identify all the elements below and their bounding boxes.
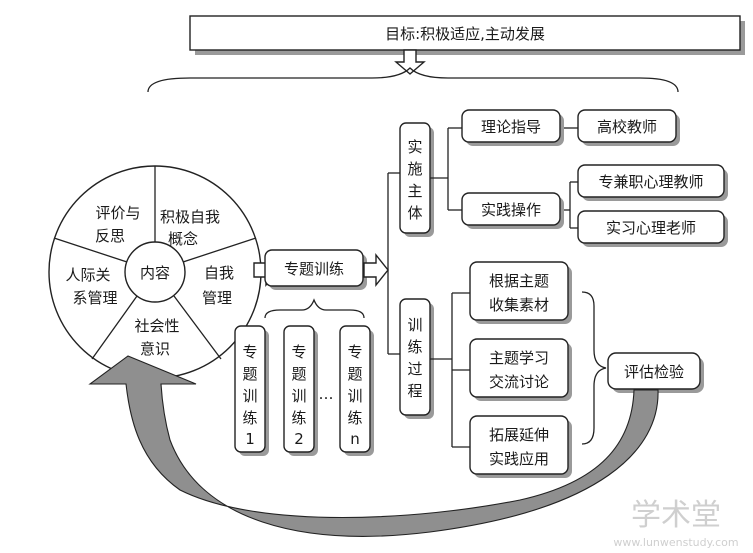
goal-box: 目标:积极适应,主动发展 bbox=[189, 15, 745, 55]
training-to-split-arrow bbox=[363, 253, 389, 287]
process-step-1: 根据主题 收集素材 bbox=[469, 261, 572, 324]
sub-training-1-char1: 专 bbox=[242, 343, 257, 361]
wheel-segment-relationship-line2: 系管理 bbox=[72, 289, 117, 307]
sub-training-1-char2: 题 bbox=[242, 365, 257, 383]
implementers-char2: 施 bbox=[407, 160, 422, 178]
sub-training-1: 专 题 训 练 1 bbox=[234, 325, 269, 456]
sub-training-2-char5: 2 bbox=[294, 430, 304, 448]
practice-operation-label: 实践操作 bbox=[481, 201, 541, 219]
evaluation-box: 评估检验 bbox=[607, 352, 704, 393]
process-char2: 练 bbox=[407, 338, 422, 356]
wheel-segment-self-management-line2: 管理 bbox=[202, 289, 232, 307]
wheel-segment-social-awareness-line1: 社会性 bbox=[134, 317, 179, 335]
part-time-teacher-label: 专兼职心理教师 bbox=[598, 173, 703, 191]
wheel-segment-self-concept-line1: 积极自我 bbox=[160, 208, 220, 226]
wheel-segment-relationship-line1: 人际关 bbox=[65, 266, 110, 284]
top-brace bbox=[147, 67, 679, 93]
theory-guidance-box: 理论指导 bbox=[461, 109, 564, 146]
wheel-segment-self-concept-line2: 概念 bbox=[168, 230, 198, 248]
topic-training-label: 专题训练 bbox=[284, 260, 344, 278]
process-step-1-line2: 收集素材 bbox=[489, 296, 549, 314]
process-step-3: 拓展延伸 实践应用 bbox=[469, 415, 572, 478]
sub-training-2-char1: 专 bbox=[291, 343, 306, 361]
sub-training-ellipsis: … bbox=[319, 385, 334, 403]
sub-training-n-char2: 题 bbox=[347, 365, 362, 383]
process-step-3-line2: 实践应用 bbox=[489, 450, 549, 468]
process-connectors bbox=[430, 292, 470, 448]
process-step-2-line2: 交流讨论 bbox=[489, 373, 549, 391]
wheel-segment-reflection-line2: 反思 bbox=[95, 227, 125, 245]
watermark-url: www.lunwenstudy.com bbox=[613, 536, 738, 549]
sub-training-n-char1: 专 bbox=[347, 343, 362, 361]
process-step-2-line1: 主题学习 bbox=[489, 349, 549, 367]
sub-training-1-char5: 1 bbox=[245, 430, 255, 448]
wheel-center-label: 内容 bbox=[140, 264, 170, 282]
sub-training-n: 专 题 训 练 n bbox=[339, 325, 374, 456]
process-step-2: 主题学习 交流讨论 bbox=[469, 338, 572, 401]
feedback-loop-arrow bbox=[88, 355, 659, 537]
goal-down-arrow bbox=[394, 49, 426, 75]
sub-training-1-char3: 训 bbox=[242, 387, 257, 405]
sub-training-2: 专 题 训 练 2 bbox=[283, 325, 318, 456]
implementers-char1: 实 bbox=[407, 138, 422, 156]
watermark: 学术堂 www.lunwenstudy.com bbox=[613, 498, 738, 549]
sub-training-n-char3: 训 bbox=[347, 387, 362, 405]
sub-training-1-char4: 练 bbox=[242, 409, 257, 427]
topic-training-box: 专题训练 bbox=[264, 249, 367, 290]
intern-teacher-box: 实习心理老师 bbox=[577, 210, 728, 247]
main-split-connectors bbox=[387, 172, 400, 355]
process-brace bbox=[581, 291, 607, 445]
university-teacher-box: 高校教师 bbox=[577, 109, 680, 146]
process-char4: 程 bbox=[407, 382, 422, 400]
evaluation-label: 评估检验 bbox=[624, 363, 684, 381]
sub-training-n-char5: n bbox=[350, 430, 360, 448]
process-char1: 训 bbox=[407, 316, 422, 334]
wheel-segment-reflection-line1: 评价与 bbox=[95, 204, 140, 222]
wheel-segment-social-awareness-line2: 意识 bbox=[140, 340, 170, 358]
sub-training-2-char4: 练 bbox=[291, 409, 306, 427]
sub-training-2-char3: 训 bbox=[291, 387, 306, 405]
watermark-title: 学术堂 bbox=[631, 498, 721, 533]
sub-training-n-char4: 练 bbox=[347, 409, 362, 427]
training-brace bbox=[264, 298, 365, 319]
process-char3: 过 bbox=[407, 360, 422, 378]
process-step-3-line1: 拓展延伸 bbox=[489, 426, 549, 444]
theory-guidance-label: 理论指导 bbox=[481, 118, 541, 136]
implementers-char4: 体 bbox=[407, 204, 422, 222]
content-wheel: 内容 积极自我 概念 自我 管理 社会性 意识 人际关 系管理 评价与 反思 bbox=[48, 165, 262, 379]
wheel-segment-self-management-line1: 自我 bbox=[204, 264, 234, 282]
sub-training-2-char2: 题 bbox=[291, 365, 306, 383]
implementers-box: 实 施 主 体 bbox=[399, 122, 434, 237]
process-step-1-line1: 根据主题 bbox=[489, 272, 549, 290]
implementers-char3: 主 bbox=[407, 182, 422, 200]
process-box: 训 练 过 程 bbox=[399, 298, 434, 419]
goal-text: 目标:积极适应,主动发展 bbox=[385, 25, 545, 43]
intern-teacher-label: 实习心理老师 bbox=[606, 219, 696, 237]
implementers-connectors bbox=[430, 127, 578, 229]
university-teacher-label: 高校教师 bbox=[597, 118, 657, 136]
part-time-teacher-box: 专兼职心理教师 bbox=[577, 164, 728, 201]
practice-operation-box: 实践操作 bbox=[461, 192, 564, 229]
